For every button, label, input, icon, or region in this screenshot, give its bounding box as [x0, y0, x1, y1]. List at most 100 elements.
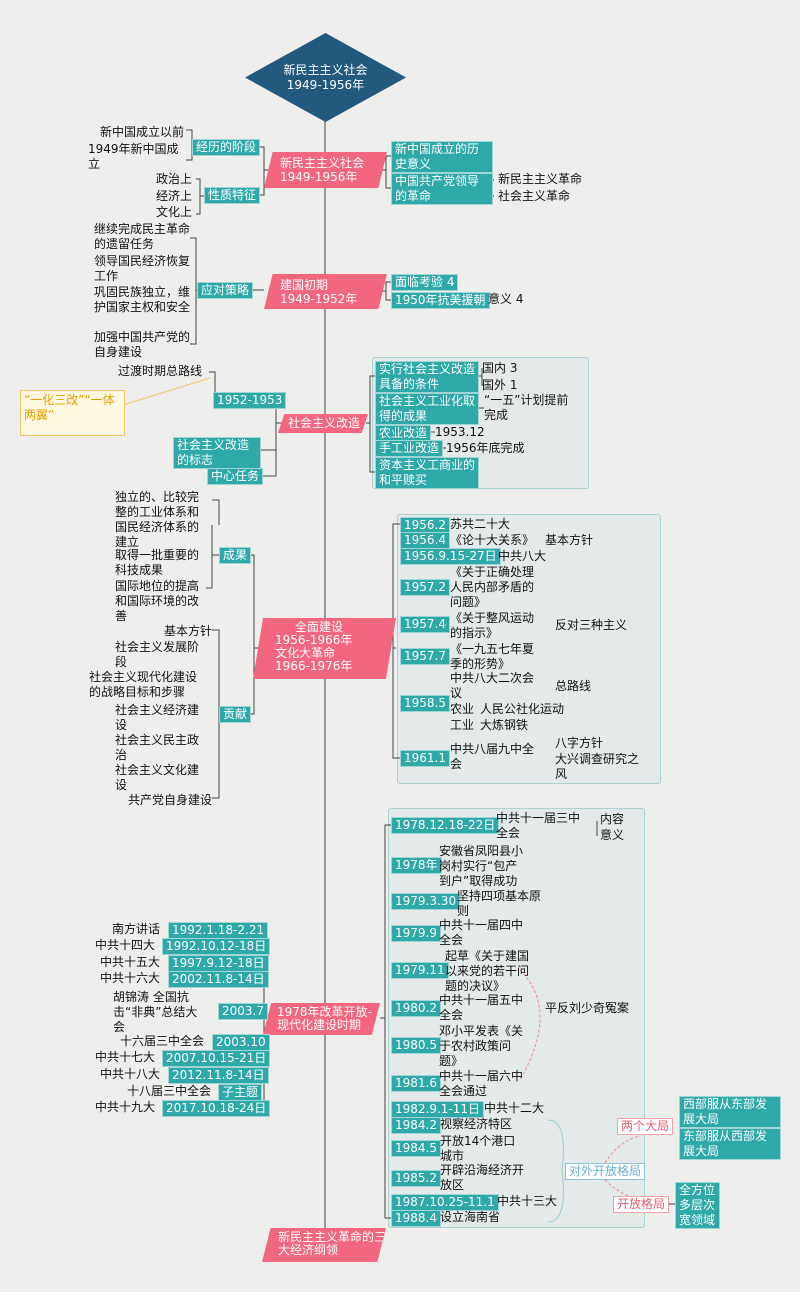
stages-label[interactable]: 经历的阶段: [192, 139, 261, 156]
transformation-symbol[interactable]: 社会主义改造的标志: [173, 437, 261, 469]
event-text: 《论十大关系》: [450, 533, 535, 547]
left-event-date[interactable]: 子主题: [218, 1084, 263, 1101]
event-date[interactable]: 1978年: [391, 857, 442, 874]
left-event-text: 中共十八大: [99, 1067, 160, 1081]
left-event-date[interactable]: 2002.11.8-14日: [168, 971, 269, 988]
event-text: 开辟沿海经济开放区: [440, 1163, 525, 1192]
event-text: 《一九五七年夏季的形势》: [450, 642, 535, 671]
left-event-text: 十八届三中全会: [126, 1084, 211, 1098]
left-event-date[interactable]: 2012.11.8-14日: [168, 1067, 269, 1084]
event-date[interactable]: 1958.5: [400, 695, 450, 712]
topic-years: 1949-1956年: [280, 170, 358, 184]
event-date[interactable]: 1979.3.30: [391, 893, 461, 910]
stage-item: 1949年新中国成立: [88, 142, 179, 171]
root-title: 新民主主义社会: [283, 63, 368, 77]
event-note: 内容: [600, 812, 625, 826]
event-note: 大兴调查研究之风: [555, 752, 640, 781]
nature-item: 经济上: [155, 189, 192, 203]
topic-title: 建国初期: [280, 278, 329, 292]
two-overall-situations[interactable]: 两个大局: [617, 1118, 674, 1135]
event-sub-note: 大炼钢铁: [480, 718, 529, 732]
callout-note: “一化三改”“一体两翼”: [20, 390, 125, 436]
event-note: 基本方针: [545, 533, 594, 547]
topic-full-construction[interactable]: 全面建设 1956-1966年 文化大革命 1966-1976年: [253, 618, 396, 679]
topic-title: 文化大革命: [275, 646, 336, 660]
all-round-opening[interactable]: 全方位多层次宽领域: [675, 1182, 720, 1229]
industrialization-node[interactable]: 社会主义工业化取得的成果: [375, 393, 479, 425]
challenges-node[interactable]: 面临考验 4: [391, 274, 459, 291]
event-date[interactable]: 1957.7: [400, 648, 450, 665]
event-date[interactable]: 1980.2: [391, 1000, 441, 1017]
event-date[interactable]: 1979.11: [391, 962, 449, 979]
event-date[interactable]: 1961.1: [400, 750, 450, 767]
contrib-label[interactable]: 贡献: [219, 706, 252, 723]
event-date[interactable]: 1984.5: [391, 1140, 441, 1157]
event-text: 邓小平发表《关于农村政策问题》: [439, 1024, 524, 1068]
event-note: 八字方针: [555, 736, 604, 750]
event-text: 中共十一届六中全会通过: [439, 1069, 524, 1098]
opening-pattern[interactable]: 开放格局: [613, 1196, 670, 1213]
left-event-date[interactable]: 1997.9.12-18日: [168, 955, 269, 972]
event-text: 中共八届九中全会: [450, 742, 535, 771]
event-date[interactable]: 1987.10.25-11.1: [391, 1194, 499, 1211]
event-date[interactable]: 1980.5: [391, 1037, 441, 1054]
strategy-label[interactable]: 应对策略: [197, 282, 254, 299]
event-sub: 农业: [450, 702, 475, 716]
topic-economic-programs[interactable]: 新民主主义革命的三大经济纲领: [262, 1228, 386, 1262]
result-item: 取得一批重要的科技成果: [115, 548, 200, 577]
event-date[interactable]: 1956.9.15-27日: [400, 548, 501, 565]
event-date[interactable]: 1981.6: [391, 1075, 441, 1092]
event-date[interactable]: 1979.9: [391, 925, 441, 942]
east-follows-west[interactable]: 东部服从西部发展大局: [679, 1128, 781, 1160]
event-sub: 工业: [450, 718, 475, 732]
left-event-date[interactable]: 2003.10: [212, 1034, 270, 1051]
strategy-item: 领导国民经济恢复工作: [94, 254, 191, 283]
revolution-item: 社会主义革命: [498, 189, 571, 203]
left-event-text: 南方讲话: [111, 922, 160, 936]
event-text: 中共十一届三中全会: [496, 811, 581, 840]
event-sub-note: 人民公社化运动: [480, 702, 565, 716]
event-text: 《关于整风运动的指示》: [450, 611, 535, 640]
contrib-item: 社会主义民主政治: [115, 733, 200, 762]
opening-pattern-label[interactable]: 对外开放格局: [565, 1163, 646, 1180]
event-date[interactable]: 1978.12.18-22日: [391, 817, 500, 834]
event-text: 中共十二大: [484, 1101, 545, 1115]
contrib-item: 社会主义现代化建设的战略目标和步骤: [89, 670, 198, 699]
left-event-date[interactable]: 2007.10.15-21日: [162, 1050, 271, 1067]
event-text: 安徽省凤阳县小岗村实行“包产到户”取得成功: [439, 844, 524, 888]
event-text: 中共十一届四中全会: [439, 918, 524, 947]
korean-war-node[interactable]: 1950年抗美援朝: [391, 292, 490, 309]
event-date[interactable]: 1988.4: [391, 1210, 441, 1227]
topic-reform-opening[interactable]: 1978年改革开放-现代化建设时期: [263, 1003, 380, 1035]
event-date[interactable]: 1957.4: [400, 616, 450, 633]
contrib-item: 社会主义经济建设: [115, 703, 200, 732]
general-line: 过渡时期总路线: [118, 364, 203, 378]
topic-socialist-transformation[interactable]: 社会主义改造: [278, 414, 368, 433]
event-date[interactable]: 1985.2: [391, 1170, 441, 1187]
period-node[interactable]: 1952-1953: [213, 392, 287, 409]
conditions-node[interactable]: 实行社会主义改造具备的条件: [375, 361, 479, 393]
event-date[interactable]: 1984.2: [391, 1117, 441, 1134]
topic-title: 全面建设: [295, 620, 344, 634]
left-event-date[interactable]: 1992.1.18-2.21: [168, 922, 269, 939]
event-date[interactable]: 1956.4: [400, 532, 450, 549]
historical-significance[interactable]: 新中国成立的历史意义: [391, 141, 493, 173]
cpc-led-revolution[interactable]: 中国共产党领导的革命: [391, 173, 493, 205]
contrib-item: 基本方针: [163, 624, 212, 638]
left-event-date[interactable]: 2003.7: [218, 1003, 268, 1020]
west-follows-east[interactable]: 西部服从东部发展大局: [679, 1096, 781, 1128]
event-date[interactable]: 1957.2: [400, 579, 450, 596]
left-event-date[interactable]: 1992.10.12-18日: [162, 938, 271, 955]
handicraft-node[interactable]: 手工业改造: [375, 440, 444, 457]
results-label[interactable]: 成果: [219, 547, 252, 564]
left-event-date[interactable]: 2017.10.18-24日: [162, 1100, 271, 1117]
nature-label[interactable]: 性质特征: [204, 187, 261, 204]
left-event-text: 中共十九大: [94, 1100, 155, 1114]
capitalist-redemption-node[interactable]: 资本主义工商业的和平赎买: [375, 457, 479, 489]
central-task[interactable]: 中心任务: [207, 468, 264, 485]
event-date[interactable]: 1956.2: [400, 517, 450, 534]
event-date[interactable]: 1982.9.1-11日: [391, 1101, 485, 1118]
event-note: 总路线: [555, 679, 592, 693]
